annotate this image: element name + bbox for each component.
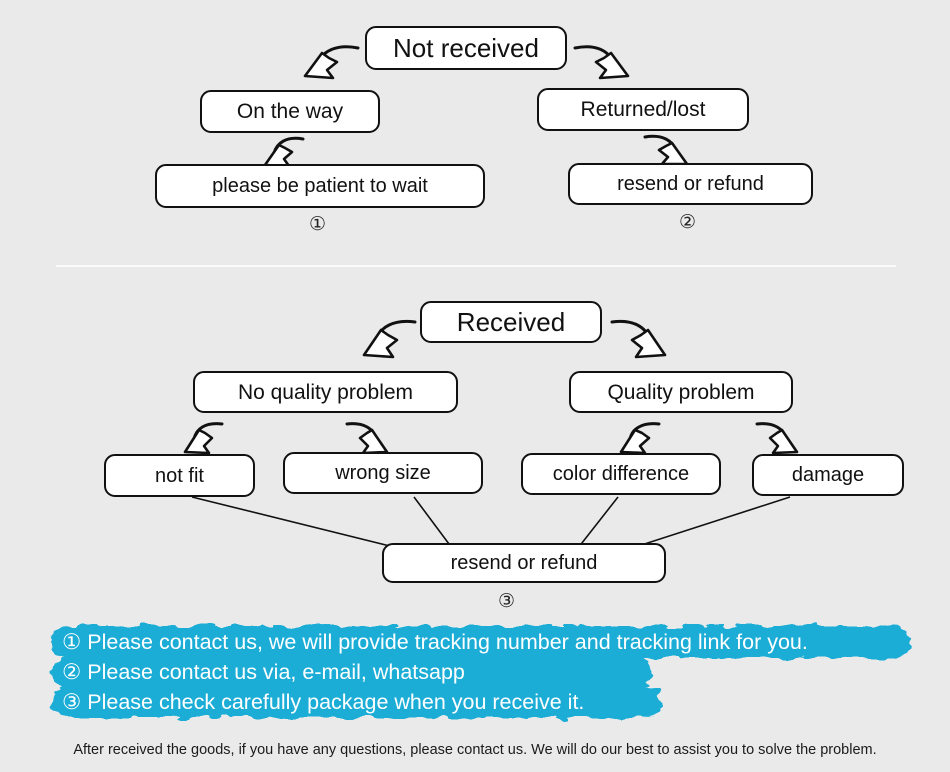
box-on-the-way[interactable]: On the way xyxy=(200,90,380,133)
box-damage-label: damage xyxy=(791,464,865,486)
box-color-difference[interactable]: color difference xyxy=(521,453,721,495)
arrow-returnedlost-to-resend xyxy=(643,134,689,166)
box-please-be-patient[interactable]: please be patient to wait xyxy=(155,164,485,208)
box-resend-refund-2-label: resend or refund xyxy=(450,552,598,574)
box-please-be-patient-label: please be patient to wait xyxy=(212,175,428,197)
note-line-3: ③ Please check carefully package when yo… xyxy=(62,690,585,714)
box-quality-problem[interactable]: Quality problem xyxy=(569,371,793,413)
note-line-2: ② Please contact us via, e-mail, whatsap… xyxy=(62,660,465,684)
box-color-difference-label: color difference xyxy=(552,463,690,485)
marker-one-section1: ① xyxy=(309,214,327,235)
arrow-quality-to-damage xyxy=(755,422,799,455)
arrow-ontheway-to-patient xyxy=(263,136,305,168)
box-wrong-size-label: wrong size xyxy=(335,462,431,484)
box-no-quality-problem-label: No quality problem xyxy=(237,380,414,404)
highlight-brush-shape xyxy=(52,626,910,718)
box-not-received-label: Not received xyxy=(393,33,539,63)
box-no-quality-problem[interactable]: No quality problem xyxy=(193,371,458,413)
box-resend-refund-2[interactable]: resend or refund xyxy=(382,543,666,583)
converging-links xyxy=(191,496,791,549)
notes-block: ① Please contact us, we will provide tra… xyxy=(48,620,918,730)
arrow-received-to-noquality xyxy=(362,319,417,359)
box-received[interactable]: Received xyxy=(420,301,602,343)
box-resend-refund-1-label: resend or refund xyxy=(617,173,764,195)
box-not-received[interactable]: Not received xyxy=(365,26,567,70)
arrow-notreceived-to-returnedlost xyxy=(573,45,630,80)
box-quality-problem-label: Quality problem xyxy=(607,380,755,404)
marker-three-section2: ③ xyxy=(498,591,516,612)
box-damage[interactable]: damage xyxy=(752,454,904,496)
arrow-notreceived-to-ontheway xyxy=(303,45,360,80)
marker-two-section1: ② xyxy=(679,212,697,233)
box-returned-lost-label: Returned/lost xyxy=(580,98,706,121)
box-returned-lost[interactable]: Returned/lost xyxy=(537,88,749,131)
box-wrong-size[interactable]: wrong size xyxy=(283,452,483,494)
box-not-fit[interactable]: not fit xyxy=(104,454,255,497)
arrow-noquality-to-notfit xyxy=(183,422,224,455)
note-line-1: ① Please contact us, we will provide tra… xyxy=(62,630,808,654)
box-not-fit-label: not fit xyxy=(155,464,204,487)
arrow-received-to-quality xyxy=(610,319,667,359)
box-on-the-way-label: On the way xyxy=(236,100,344,123)
arrow-noquality-to-wrongsize xyxy=(345,422,389,455)
box-received-label: Received xyxy=(456,307,566,337)
footer-caption: After received the goods, if you have an… xyxy=(73,742,877,758)
arrow-quality-to-colordifference xyxy=(619,422,661,455)
box-resend-refund-1[interactable]: resend or refund xyxy=(568,163,813,205)
